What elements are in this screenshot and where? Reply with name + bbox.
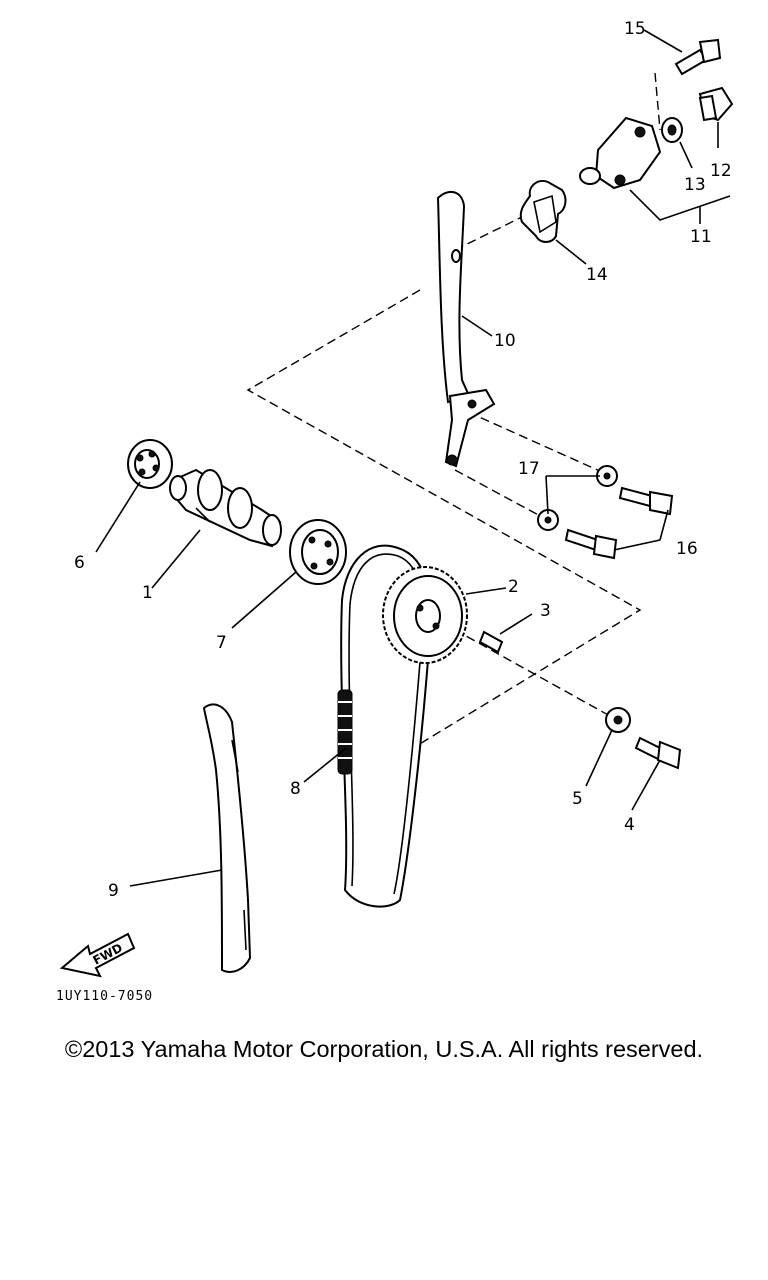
callout-7: 7: [216, 633, 227, 653]
chain-guide-tensioner: [436, 190, 496, 468]
callout-10: 10: [494, 331, 516, 351]
tensioner-gasket: [519, 180, 567, 243]
callout-leaders: [95, 29, 731, 887]
callout-11: 11: [690, 227, 712, 247]
exploded-view-drawing: FWD: [56, 19, 734, 1004]
callout-5: 5: [572, 789, 583, 809]
callout-4: 4: [624, 815, 635, 835]
callout-14: 14: [586, 265, 608, 285]
guide-washers: [537, 465, 618, 531]
callout-3: 3: [540, 601, 551, 621]
callout-labels: 1 2 3 4 5 6 7 8 9 10 11 12 13 14 15 16 1…: [74, 19, 732, 901]
tensioner-cap-bolt: [698, 86, 734, 122]
callout-1: 1: [142, 583, 153, 603]
camshaft: [169, 468, 282, 548]
dowel-pin: [478, 630, 504, 654]
chain-guide-exhaust: [202, 703, 252, 973]
callout-12: 12: [710, 161, 732, 181]
sprocket-washer: [605, 707, 631, 733]
callout-13: 13: [684, 175, 706, 195]
forward-arrow-icon: FWD: [59, 932, 136, 978]
camshaft-bearing-left: [127, 439, 173, 489]
callout-9: 9: [108, 881, 119, 901]
diagram-code: 1UY110-7050: [56, 989, 153, 1004]
tensioner-mount-bolt: [674, 38, 722, 76]
chain-tensioner: [579, 116, 683, 190]
callout-16: 16: [676, 539, 698, 559]
callout-6: 6: [74, 553, 85, 573]
callout-2: 2: [508, 577, 519, 597]
callout-17: 17: [518, 459, 540, 479]
guide-bolts: [564, 486, 674, 560]
cam-sprocket: [382, 566, 468, 664]
camshaft-bearing-right: [289, 519, 347, 585]
callout-15: 15: [624, 19, 646, 39]
copyright-notice: ©2013 Yamaha Motor Corporation, U.S.A. A…: [64, 1036, 704, 1062]
callout-8: 8: [290, 779, 301, 799]
